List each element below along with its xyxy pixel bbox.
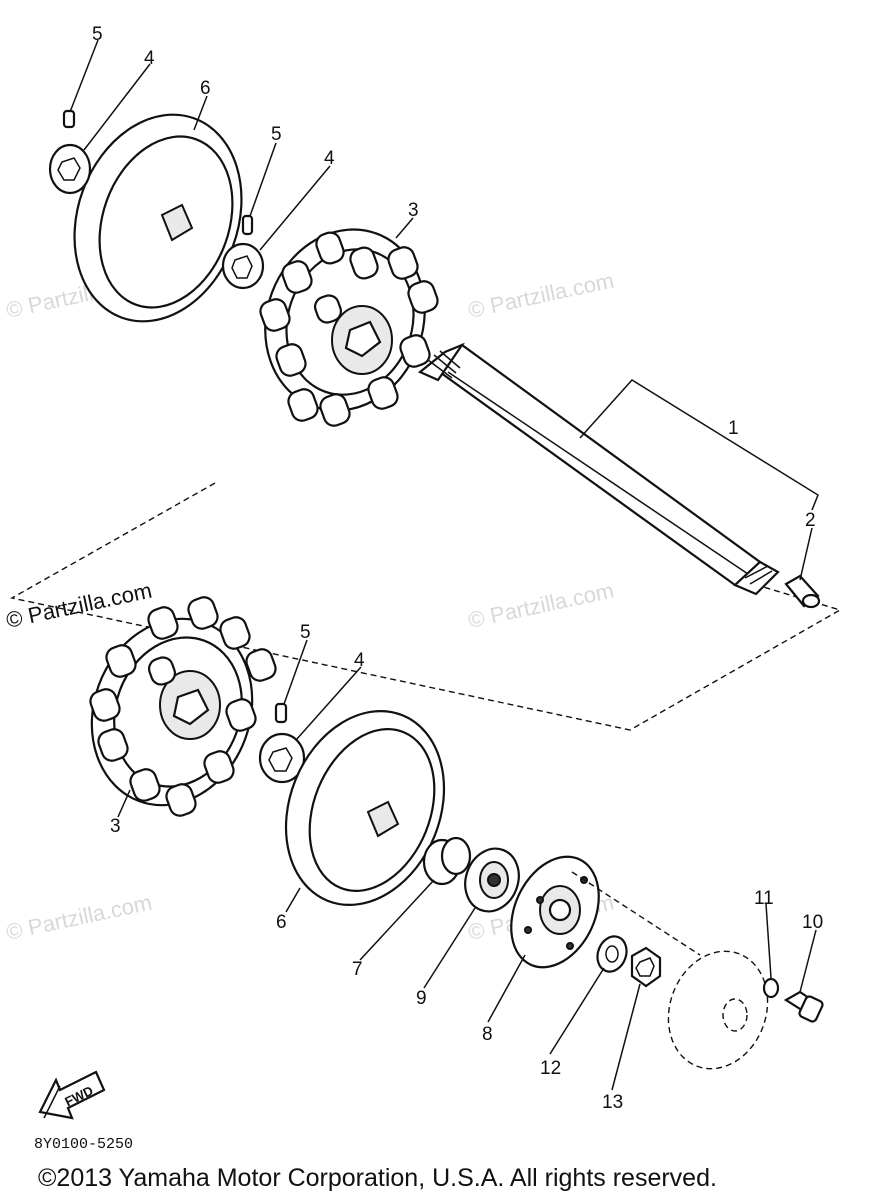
callout-7: 7 xyxy=(352,959,363,980)
bearing-part-9 xyxy=(464,847,520,913)
watermark-2: © Partzilla.com xyxy=(466,268,616,323)
callout-3: 3 xyxy=(408,200,419,221)
washer-part-11 xyxy=(762,977,780,999)
callout-12: 12 xyxy=(540,1058,561,1079)
callout-4: 4 xyxy=(324,148,335,169)
nut-part-13 xyxy=(630,946,662,988)
callout-5: 5 xyxy=(271,124,282,145)
collar-4-lower xyxy=(258,732,306,784)
callout-5: 5 xyxy=(92,24,103,45)
leader-lines xyxy=(69,39,819,1091)
copyright-notice: ©2013 Yamaha Motor Corporation, U.S.A. A… xyxy=(38,1164,717,1192)
bolt-part-10 xyxy=(783,990,824,1023)
drive-shaft xyxy=(417,342,780,596)
callout-9: 9 xyxy=(416,988,427,1009)
flange-dashed xyxy=(571,871,769,1070)
callout-11: 11 xyxy=(754,888,774,909)
idler-wheel-upper xyxy=(73,113,243,323)
set-screw-5-upper-left xyxy=(62,109,76,129)
upper-small-parts xyxy=(48,109,265,290)
callout-2: 2 xyxy=(805,510,816,531)
collar-4-upper-mid xyxy=(221,242,265,290)
callout-6: 6 xyxy=(200,78,211,99)
watermark-strong: © Partzilla.com xyxy=(4,578,154,633)
set-screw-5-upper-mid xyxy=(241,214,254,236)
callout-4: 4 xyxy=(354,650,365,671)
collar-4-upper-left xyxy=(48,143,92,195)
callout-3: 3 xyxy=(110,816,121,837)
callouts: 5 4 6 5 4 3 1 2 5 4 3 6 7 9 8 12 13 11 1… xyxy=(92,24,823,1113)
callout-5: 5 xyxy=(300,622,311,643)
callout-13: 13 xyxy=(602,1092,623,1113)
bearing-housing-part-8 xyxy=(510,855,600,969)
spacer-part-7 xyxy=(422,836,472,886)
watermark-3: © Partzilla.com xyxy=(466,578,616,633)
callout-4: 4 xyxy=(144,48,155,69)
watermark-4: © Partzilla.com xyxy=(4,890,154,945)
sprocket-upper xyxy=(259,228,439,427)
sprocket-lower xyxy=(89,596,277,817)
plug-part-2 xyxy=(784,574,821,609)
idler-wheel-lower xyxy=(284,710,446,906)
callout-8: 8 xyxy=(482,1024,493,1045)
callout-1: 1 xyxy=(728,418,739,439)
lower-small-parts xyxy=(258,702,306,784)
fwd-arrow-icon: FWD xyxy=(38,1070,106,1120)
washer-part-12 xyxy=(596,935,628,973)
callout-6: 6 xyxy=(276,912,287,933)
set-screw-5-lower xyxy=(274,702,288,724)
diagram-code: 8Y0100-5250 xyxy=(34,1136,133,1153)
callout-10: 10 xyxy=(802,912,823,933)
